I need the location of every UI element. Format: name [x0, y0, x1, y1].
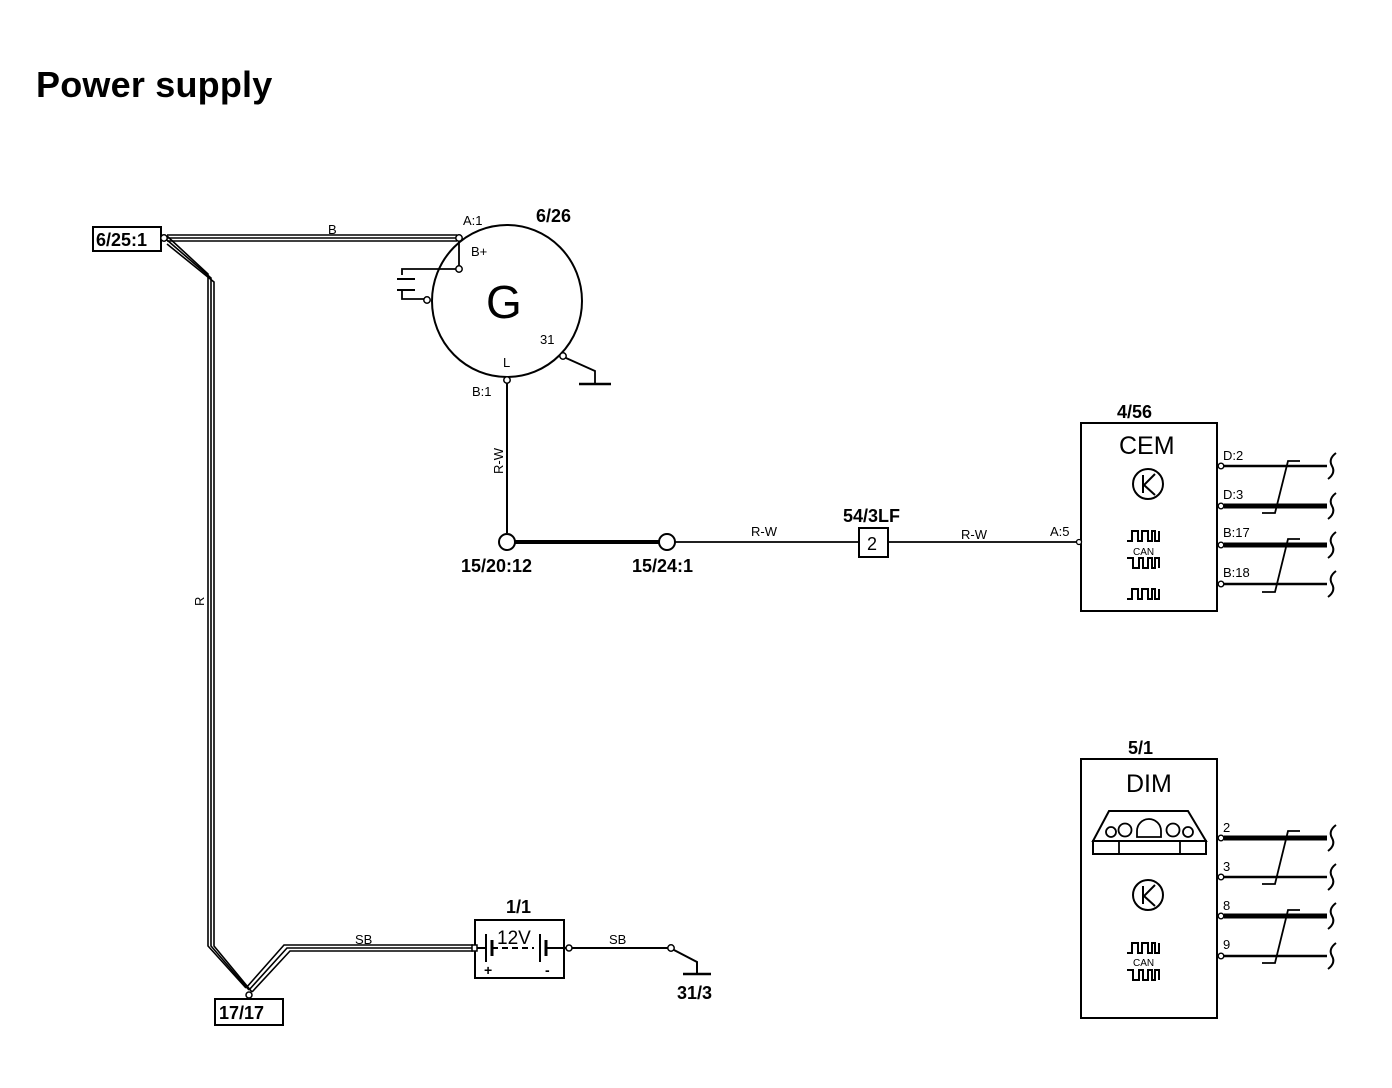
fuse-54-3lf[interactable]: 54/3LF 2 — [843, 506, 900, 558]
cem-module[interactable]: 4/56 CEM CAN A:5 — [1050, 402, 1218, 612]
svg-text:D:3: D:3 — [1223, 487, 1243, 502]
dim-name: DIM — [1126, 770, 1172, 798]
pin-label-a1: A:1 — [463, 213, 483, 228]
svg-text:D:2: D:2 — [1223, 448, 1243, 463]
generator-id: 6/26 — [536, 206, 571, 226]
dim-pin-9[interactable]: 9 — [1217, 937, 1337, 970]
dim-pin-2[interactable]: 2 — [1217, 820, 1337, 852]
wire-label-sb-2: SB — [609, 932, 626, 947]
cem-pin-d2[interactable]: D:2 — [1217, 448, 1337, 480]
svg-text:15/20:12: 15/20:12 — [461, 556, 532, 576]
wire-b[interactable] — [167, 234, 457, 242]
cem-pin-d3[interactable]: D:3 — [1217, 487, 1337, 520]
svg-text:B:18: B:18 — [1223, 565, 1250, 580]
cem-input-pin: A:5 — [1050, 524, 1070, 539]
dim-pin-3[interactable]: 3 — [1217, 859, 1337, 891]
svg-text:CAN: CAN — [1133, 958, 1154, 969]
wire-label-rw-1: R-W — [491, 447, 506, 474]
fuse-id: 54/3LF — [843, 506, 900, 526]
twisted-pair-icon — [1262, 460, 1300, 514]
connector-17-17[interactable]: 17/17 — [214, 991, 284, 1026]
svg-text:9: 9 — [1223, 937, 1230, 952]
splice-15-24[interactable]: 15/24:1 — [632, 533, 693, 576]
svg-text:31/3: 31/3 — [677, 983, 712, 1003]
page-title: Power supply — [36, 64, 273, 105]
wire-label-rw-2: R-W — [751, 524, 778, 539]
wire-label-b: B — [328, 222, 337, 237]
pin-label-bplus: B+ — [471, 244, 487, 259]
svg-text:CAN: CAN — [1133, 547, 1154, 558]
cem-id: 4/56 — [1117, 402, 1152, 422]
wire-label-rw-3: R-W — [961, 527, 988, 542]
wire-sb-battery[interactable] — [245, 944, 473, 993]
twisted-pair-icon — [1262, 538, 1300, 593]
can-signal-icon: CAN — [1127, 530, 1160, 600]
wire-label-r: R — [192, 597, 207, 606]
pin-label-b1: B:1 — [472, 384, 492, 399]
pin-label-31: 31 — [540, 332, 554, 347]
battery-minus: - — [545, 962, 550, 978]
cem-name: CEM — [1119, 432, 1175, 460]
transistor-icon — [1132, 879, 1164, 911]
ground-31-3[interactable]: 31/3 — [667, 944, 712, 1003]
svg-text:17/17: 17/17 — [219, 1003, 264, 1023]
instrument-cluster-icon — [1091, 810, 1208, 855]
battery-voltage: 12V — [497, 928, 531, 949]
can-signal-icon: CAN — [1127, 942, 1160, 981]
svg-text:2: 2 — [1223, 820, 1230, 835]
svg-text:6/25:1: 6/25:1 — [96, 230, 147, 250]
wire-label-sb-1: SB — [355, 932, 372, 947]
connector-6-25[interactable]: 6/25:1 — [92, 226, 168, 252]
generator-symbol: G — [486, 276, 522, 328]
dim-module[interactable]: 5/1 DIM CAN — [1080, 738, 1218, 1019]
dim-pin-8[interactable]: 8 — [1217, 898, 1337, 930]
fuse-number: 2 — [867, 534, 877, 554]
svg-text:B:17: B:17 — [1223, 525, 1250, 540]
twisted-pair-icon — [1262, 830, 1300, 885]
battery-plus: + — [484, 962, 492, 978]
battery[interactable]: 1/1 12V + - — [471, 897, 573, 979]
wire-r[interactable] — [166, 235, 253, 993]
dim-id: 5/1 — [1128, 738, 1153, 758]
twisted-pair-icon — [1262, 909, 1300, 964]
cem-pin-b18[interactable]: B:18 — [1217, 565, 1337, 598]
svg-text:8: 8 — [1223, 898, 1230, 913]
transistor-icon — [1132, 468, 1164, 500]
generator[interactable]: 6/26 G A:1 B+ 31 L B:1 — [397, 206, 611, 399]
splice-15-20[interactable]: 15/20:12 — [461, 533, 532, 576]
cem-pin-b17[interactable]: B:17 — [1217, 525, 1337, 559]
battery-id: 1/1 — [506, 897, 531, 917]
svg-text:15/24:1: 15/24:1 — [632, 556, 693, 576]
pin-label-l: L — [503, 355, 510, 370]
svg-text:3: 3 — [1223, 859, 1230, 874]
